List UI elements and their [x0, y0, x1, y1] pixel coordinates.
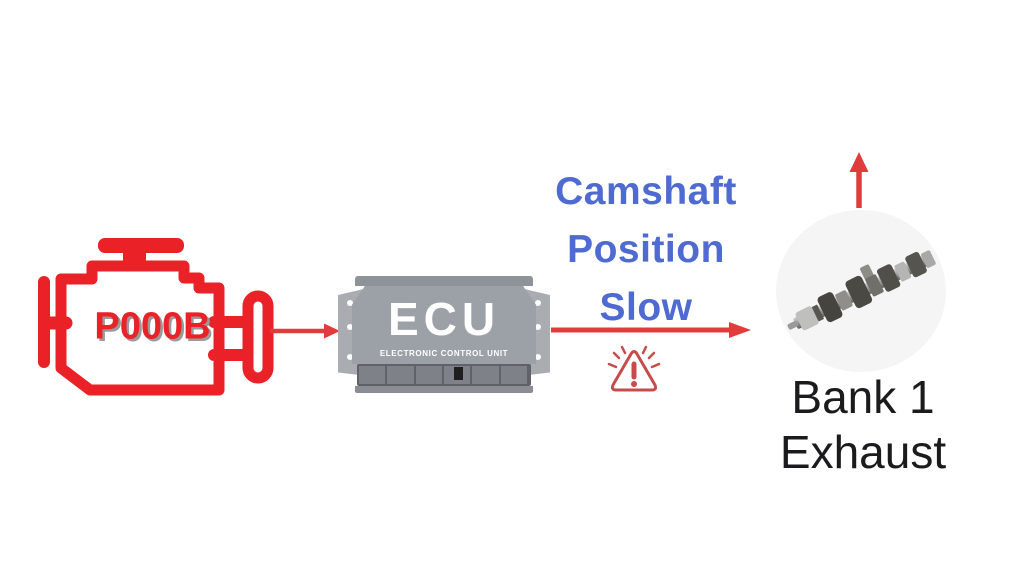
flange-hole — [535, 300, 541, 306]
flange-hole — [347, 354, 353, 360]
engine-exhaust-pipe — [242, 290, 274, 384]
engine-body-outline — [55, 260, 225, 396]
ecu-lid — [355, 276, 533, 286]
flange-hole — [535, 324, 541, 330]
engine-cap-bar — [98, 238, 184, 253]
dtc-code-label: P000B — [94, 306, 210, 348]
fault-label: Camshaft Position Slow — [533, 163, 759, 337]
camshaft-photo-circle — [776, 210, 946, 372]
ecu-body: ECU ELECTRONIC CONTROL UNIT — [352, 276, 536, 394]
component-label: Bank 1 Exhaust — [738, 370, 988, 480]
fault-label-line2: Position — [567, 228, 725, 271]
ecu-base — [355, 386, 533, 393]
flange-hole — [535, 354, 541, 360]
flange-hole — [347, 300, 353, 306]
connector-keying-notch — [454, 367, 464, 380]
ecu-module: ECU ELECTRONIC CONTROL UNIT — [338, 276, 550, 394]
warning-triangle-icon — [607, 345, 661, 392]
fault-label-line3: Slow — [599, 286, 693, 329]
connector-segment — [500, 366, 529, 384]
arrow-ecu-to-camshaft — [551, 322, 751, 338]
fault-label-line1: Camshaft — [555, 170, 737, 213]
connector-segment — [387, 366, 416, 384]
ecu-face: ECU ELECTRONIC CONTROL UNIT — [352, 286, 536, 364]
ecu-subtitle: ELECTRONIC CONTROL UNIT — [379, 348, 509, 358]
check-engine-icon: P000B P000B — [38, 238, 274, 396]
component-label-line1: Bank 1 — [791, 371, 935, 423]
engine-cap-stem — [123, 250, 146, 267]
arrow-engine-to-ecu — [270, 323, 340, 339]
connector-segment — [359, 366, 388, 384]
dtc-code-shadow: P000B — [97, 308, 213, 350]
camshaft-photo — [787, 250, 936, 331]
flange-hole — [347, 324, 353, 330]
connector-segment — [415, 366, 444, 384]
connector-segment — [472, 366, 501, 384]
ecu-connector-strip — [357, 364, 531, 386]
component-label-line2: Exhaust — [779, 426, 947, 478]
arrow-up-icon — [849, 152, 869, 208]
ecu-title: ECU — [387, 292, 501, 345]
